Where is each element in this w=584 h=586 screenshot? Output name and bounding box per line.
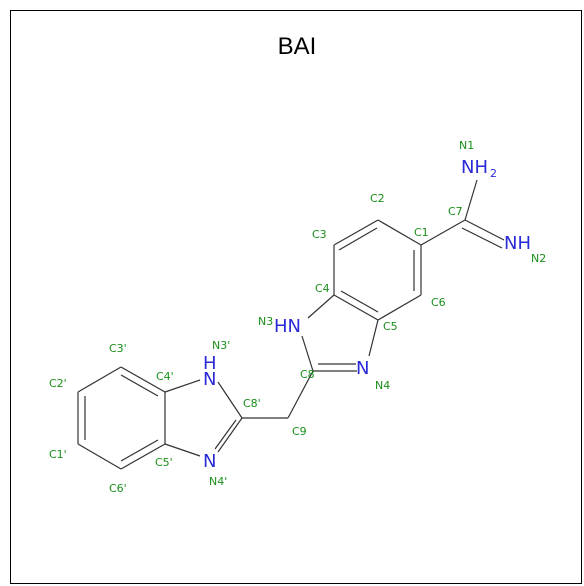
diagram-frame: BAI	[10, 10, 582, 584]
bond-c3-c2-inner	[338, 227, 378, 251]
atom-label-c8: C8	[300, 368, 315, 381]
atom-label-c5: C5	[383, 320, 398, 333]
bond-c4-n3	[307, 294, 335, 319]
atom-name-labels: N1 N2 C7 C2 C1 C3 C4 C5 C6 N3 C8 N4 C9 C…	[49, 139, 546, 495]
hn-left-label: HN	[274, 316, 301, 337]
n3-prime-label: N	[203, 369, 216, 390]
atom-label-c5p: C5'	[155, 456, 173, 469]
bond-c8p-n4p	[217, 417, 243, 453]
atom-label-c6p: C6'	[109, 482, 127, 495]
nh2-subscript: 2	[490, 167, 497, 180]
bond-c5-c4-inner	[340, 290, 379, 313]
bond-c4p-c3p-inner	[120, 374, 159, 397]
bond-n3p-c4p	[164, 379, 201, 393]
bond-c7-n2-double	[461, 227, 503, 249]
nh2-label: NH	[461, 157, 488, 178]
bond-c3-c2	[333, 219, 379, 246]
bond-c3p-c2p	[77, 366, 122, 393]
atom-label-c3p: C3'	[109, 342, 127, 355]
bond-c1-c7	[420, 219, 466, 246]
bond-c5-n4	[368, 319, 379, 357]
atom-label-n2: N2	[531, 252, 546, 265]
bond-n3-c8	[301, 335, 314, 372]
atom-label-c7: C7	[448, 205, 463, 218]
h-prime-label: H	[203, 353, 217, 374]
atom-label-n1: N1	[459, 139, 474, 152]
bond-lines	[77, 179, 505, 470]
atom-label-c2: C2	[370, 192, 385, 205]
heteroatom-labels: NH 2 NH HN N H N N	[203, 157, 531, 472]
nh-right-label: NH	[504, 233, 531, 254]
bond-n4p-c5p	[164, 443, 201, 457]
bond-c8p-n3p	[217, 381, 243, 419]
atom-label-c2p: C2'	[49, 377, 67, 390]
bond-c8p-n4p-inner	[214, 419, 237, 450]
n4-prime-label: N	[203, 451, 216, 472]
atom-label-c1p: C1'	[49, 448, 67, 461]
bond-c6p-c5p	[120, 443, 166, 470]
bond-c7-n1	[464, 179, 478, 221]
bond-c5-c4	[333, 294, 379, 321]
atom-label-c1: C1	[414, 226, 429, 239]
bond-c8-c9	[287, 370, 314, 419]
atom-label-n3: N3	[258, 315, 273, 328]
bond-c2-c1	[377, 219, 422, 246]
atom-label-c9: C9	[292, 425, 307, 438]
bond-c6-c5	[377, 294, 422, 321]
atom-label-n4: N4	[375, 379, 390, 392]
bond-c4p-c3p	[120, 366, 166, 393]
atom-label-c4: C4	[315, 282, 330, 295]
bond-c1p-c6p	[77, 443, 122, 470]
bond-c7-n2	[464, 219, 505, 241]
atom-label-n3p: N3'	[212, 339, 230, 352]
atom-label-c3: C3	[312, 228, 327, 241]
diagram-title: BAI	[277, 33, 317, 60]
bond-c6p-c5p-inner	[120, 439, 159, 462]
atom-label-c4p: C4'	[156, 370, 174, 383]
atom-label-n4p: N4'	[209, 475, 227, 488]
atom-label-c6: C6	[431, 296, 446, 309]
atom-label-c8p: C8'	[243, 397, 261, 410]
n4-ring-label: N	[356, 358, 369, 379]
